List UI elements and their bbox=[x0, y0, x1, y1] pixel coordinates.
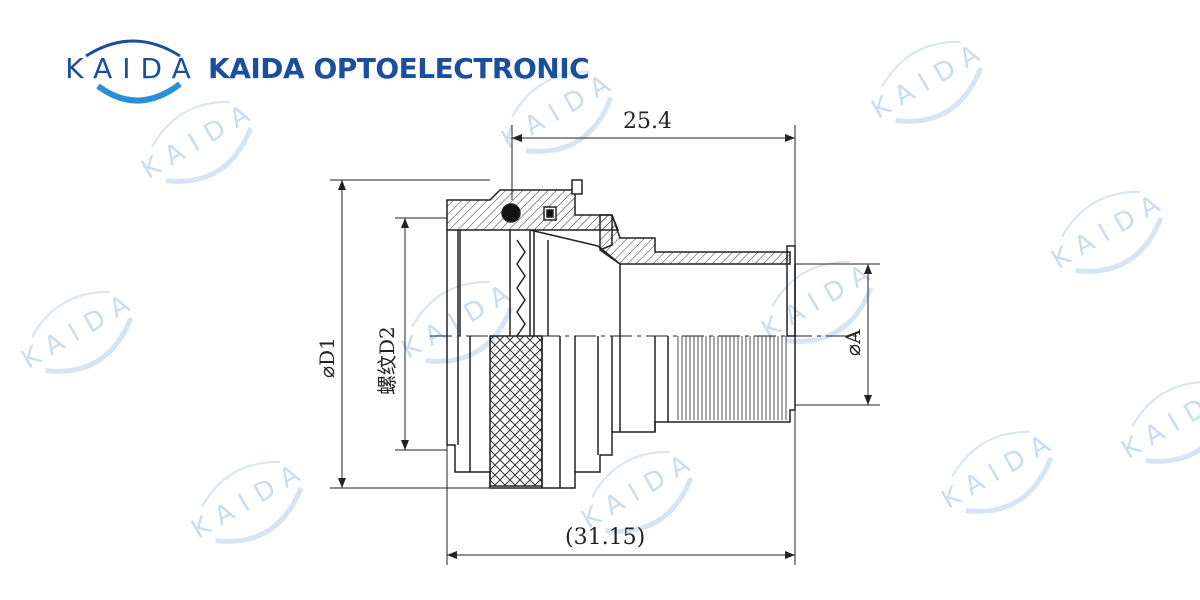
dimensions bbox=[330, 125, 880, 565]
brand-header: KAIDA KAIDA OPTOELECTRONIC bbox=[68, 34, 608, 106]
logo-text: KAIDA bbox=[68, 52, 198, 85]
section-view-upper bbox=[446, 179, 796, 337]
logo-arc-bottom bbox=[96, 81, 182, 104]
kaida-logo: KAIDA bbox=[68, 39, 198, 104]
outline-view-lower bbox=[446, 335, 796, 489]
logo-arc-top bbox=[85, 39, 181, 58]
brand-name: KAIDA OPTOELECTRONIC bbox=[208, 52, 590, 85]
dim-outer-diameter: ⌀D1 bbox=[315, 337, 339, 378]
dim-length-top: 25.4 bbox=[623, 109, 672, 134]
dim-thread: 螺纹D2 bbox=[375, 326, 399, 395]
dim-bore: ⌀A bbox=[841, 329, 865, 356]
dim-length-bottom: (31.15) bbox=[565, 525, 645, 550]
